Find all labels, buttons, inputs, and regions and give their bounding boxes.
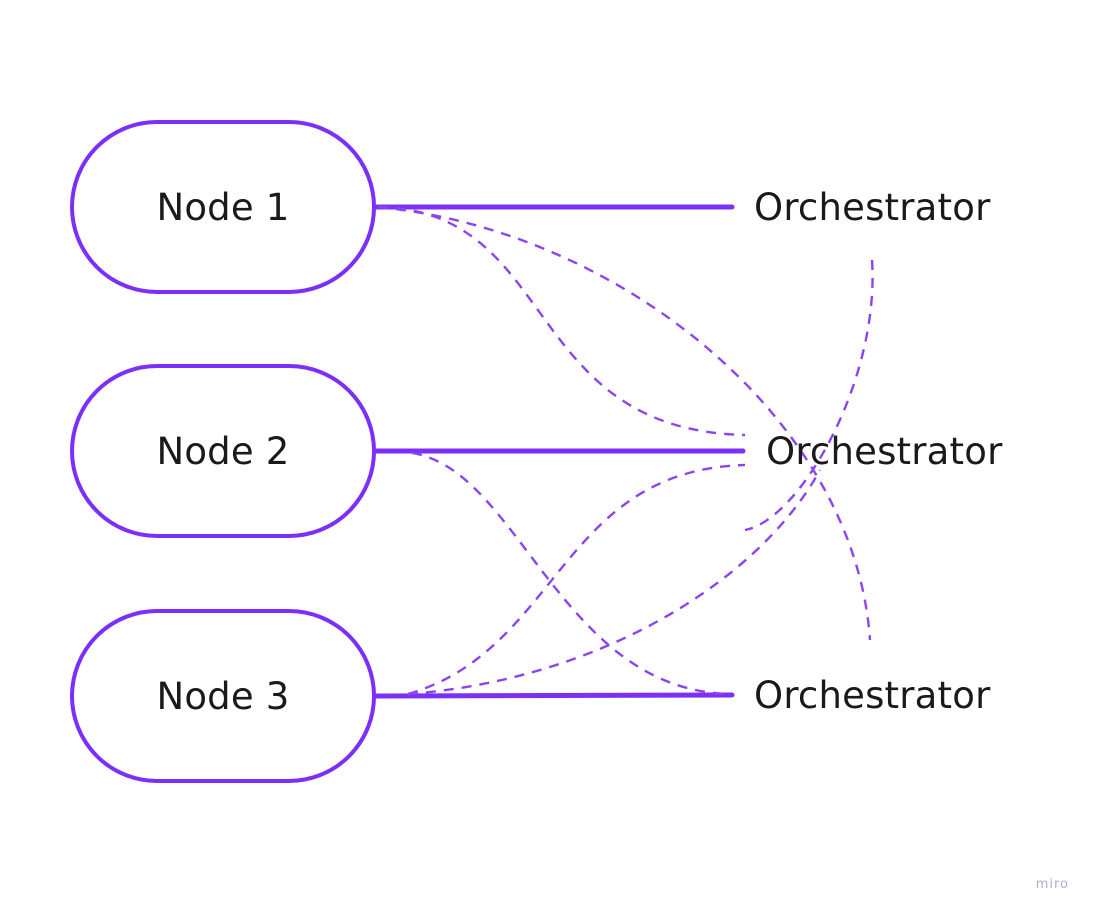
dashed-connector-node3-orchestrator2-a <box>407 463 746 696</box>
dashed-connector-node1-orchestrator2 <box>377 205 746 437</box>
dashed-connector-orchestrator1-orchestrator3 <box>744 259 874 532</box>
node-1[interactable]: Node 1 <box>70 120 376 294</box>
solid-connector-node3-orchestrator3 <box>373 692 735 699</box>
node-2[interactable]: Node 2 <box>70 364 376 538</box>
node-3-label: Node 3 <box>156 674 290 718</box>
node-1-label: Node 1 <box>156 185 290 229</box>
miro-watermark: miro <box>1035 877 1069 892</box>
orchestrator-2-label[interactable]: Orchestrator <box>766 430 1003 473</box>
dashed-connector-node1-orchestrator3 <box>377 205 872 641</box>
dashed-connector-node3-orchestrator2-b <box>407 469 822 696</box>
orchestrator-1-label[interactable]: Orchestrator <box>754 186 991 229</box>
node-2-label: Node 2 <box>156 429 290 473</box>
node-3[interactable]: Node 3 <box>70 609 376 783</box>
orchestrator-3-label[interactable]: Orchestrator <box>754 674 991 717</box>
dashed-connector-node2-orchestrator3 <box>411 451 731 696</box>
